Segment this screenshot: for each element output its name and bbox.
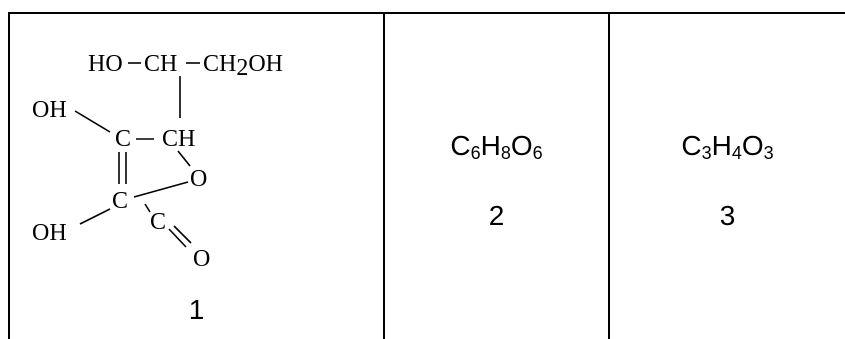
cell-index: 1	[188, 294, 205, 325]
atom-ch-top: CH	[144, 51, 177, 77]
atom-ch-ring: CH	[162, 126, 195, 152]
table-top-border	[8, 12, 845, 14]
atom-ho: HO	[88, 51, 123, 77]
atom-o-ring: O	[190, 166, 207, 192]
molecular-formula: C6H8O6	[450, 130, 543, 163]
atom-oh-lower: OH	[32, 220, 67, 246]
table-cell-3: C3H4O3 3	[610, 14, 845, 339]
atom-o-carbonyl: O	[193, 246, 210, 272]
table-cell-2: C6H8O6 2	[385, 14, 608, 339]
table-border-left	[8, 12, 10, 339]
cell-index: 2	[488, 200, 505, 231]
atom-c-lower: C	[112, 188, 128, 214]
bond-c-oh	[79, 208, 111, 225]
atom-oh-upper: OH	[32, 97, 67, 123]
molecular-formula: C3H4O3	[681, 130, 774, 163]
table-border-divider-2	[608, 12, 610, 339]
bond-co-a	[168, 228, 187, 248]
cell-index: 3	[719, 200, 736, 231]
bond-c-c	[144, 203, 151, 213]
table-border-divider-1	[383, 12, 385, 339]
atom-ch2oh: CH2OH	[203, 51, 283, 81]
table-cell-1: HO CH CH2OH OH C CH O C OH	[10, 14, 383, 339]
atom-c-left: C	[115, 126, 131, 152]
bond-c-o	[133, 181, 189, 198]
atom-c-carbonyl: C	[150, 209, 166, 235]
bond-oh-c	[74, 110, 111, 133]
bond-ch-o	[177, 150, 191, 167]
bond-co-b	[173, 225, 192, 244]
ascorbic-acid-structure: HO CH CH2OH OH C CH O C OH	[32, 51, 283, 272]
